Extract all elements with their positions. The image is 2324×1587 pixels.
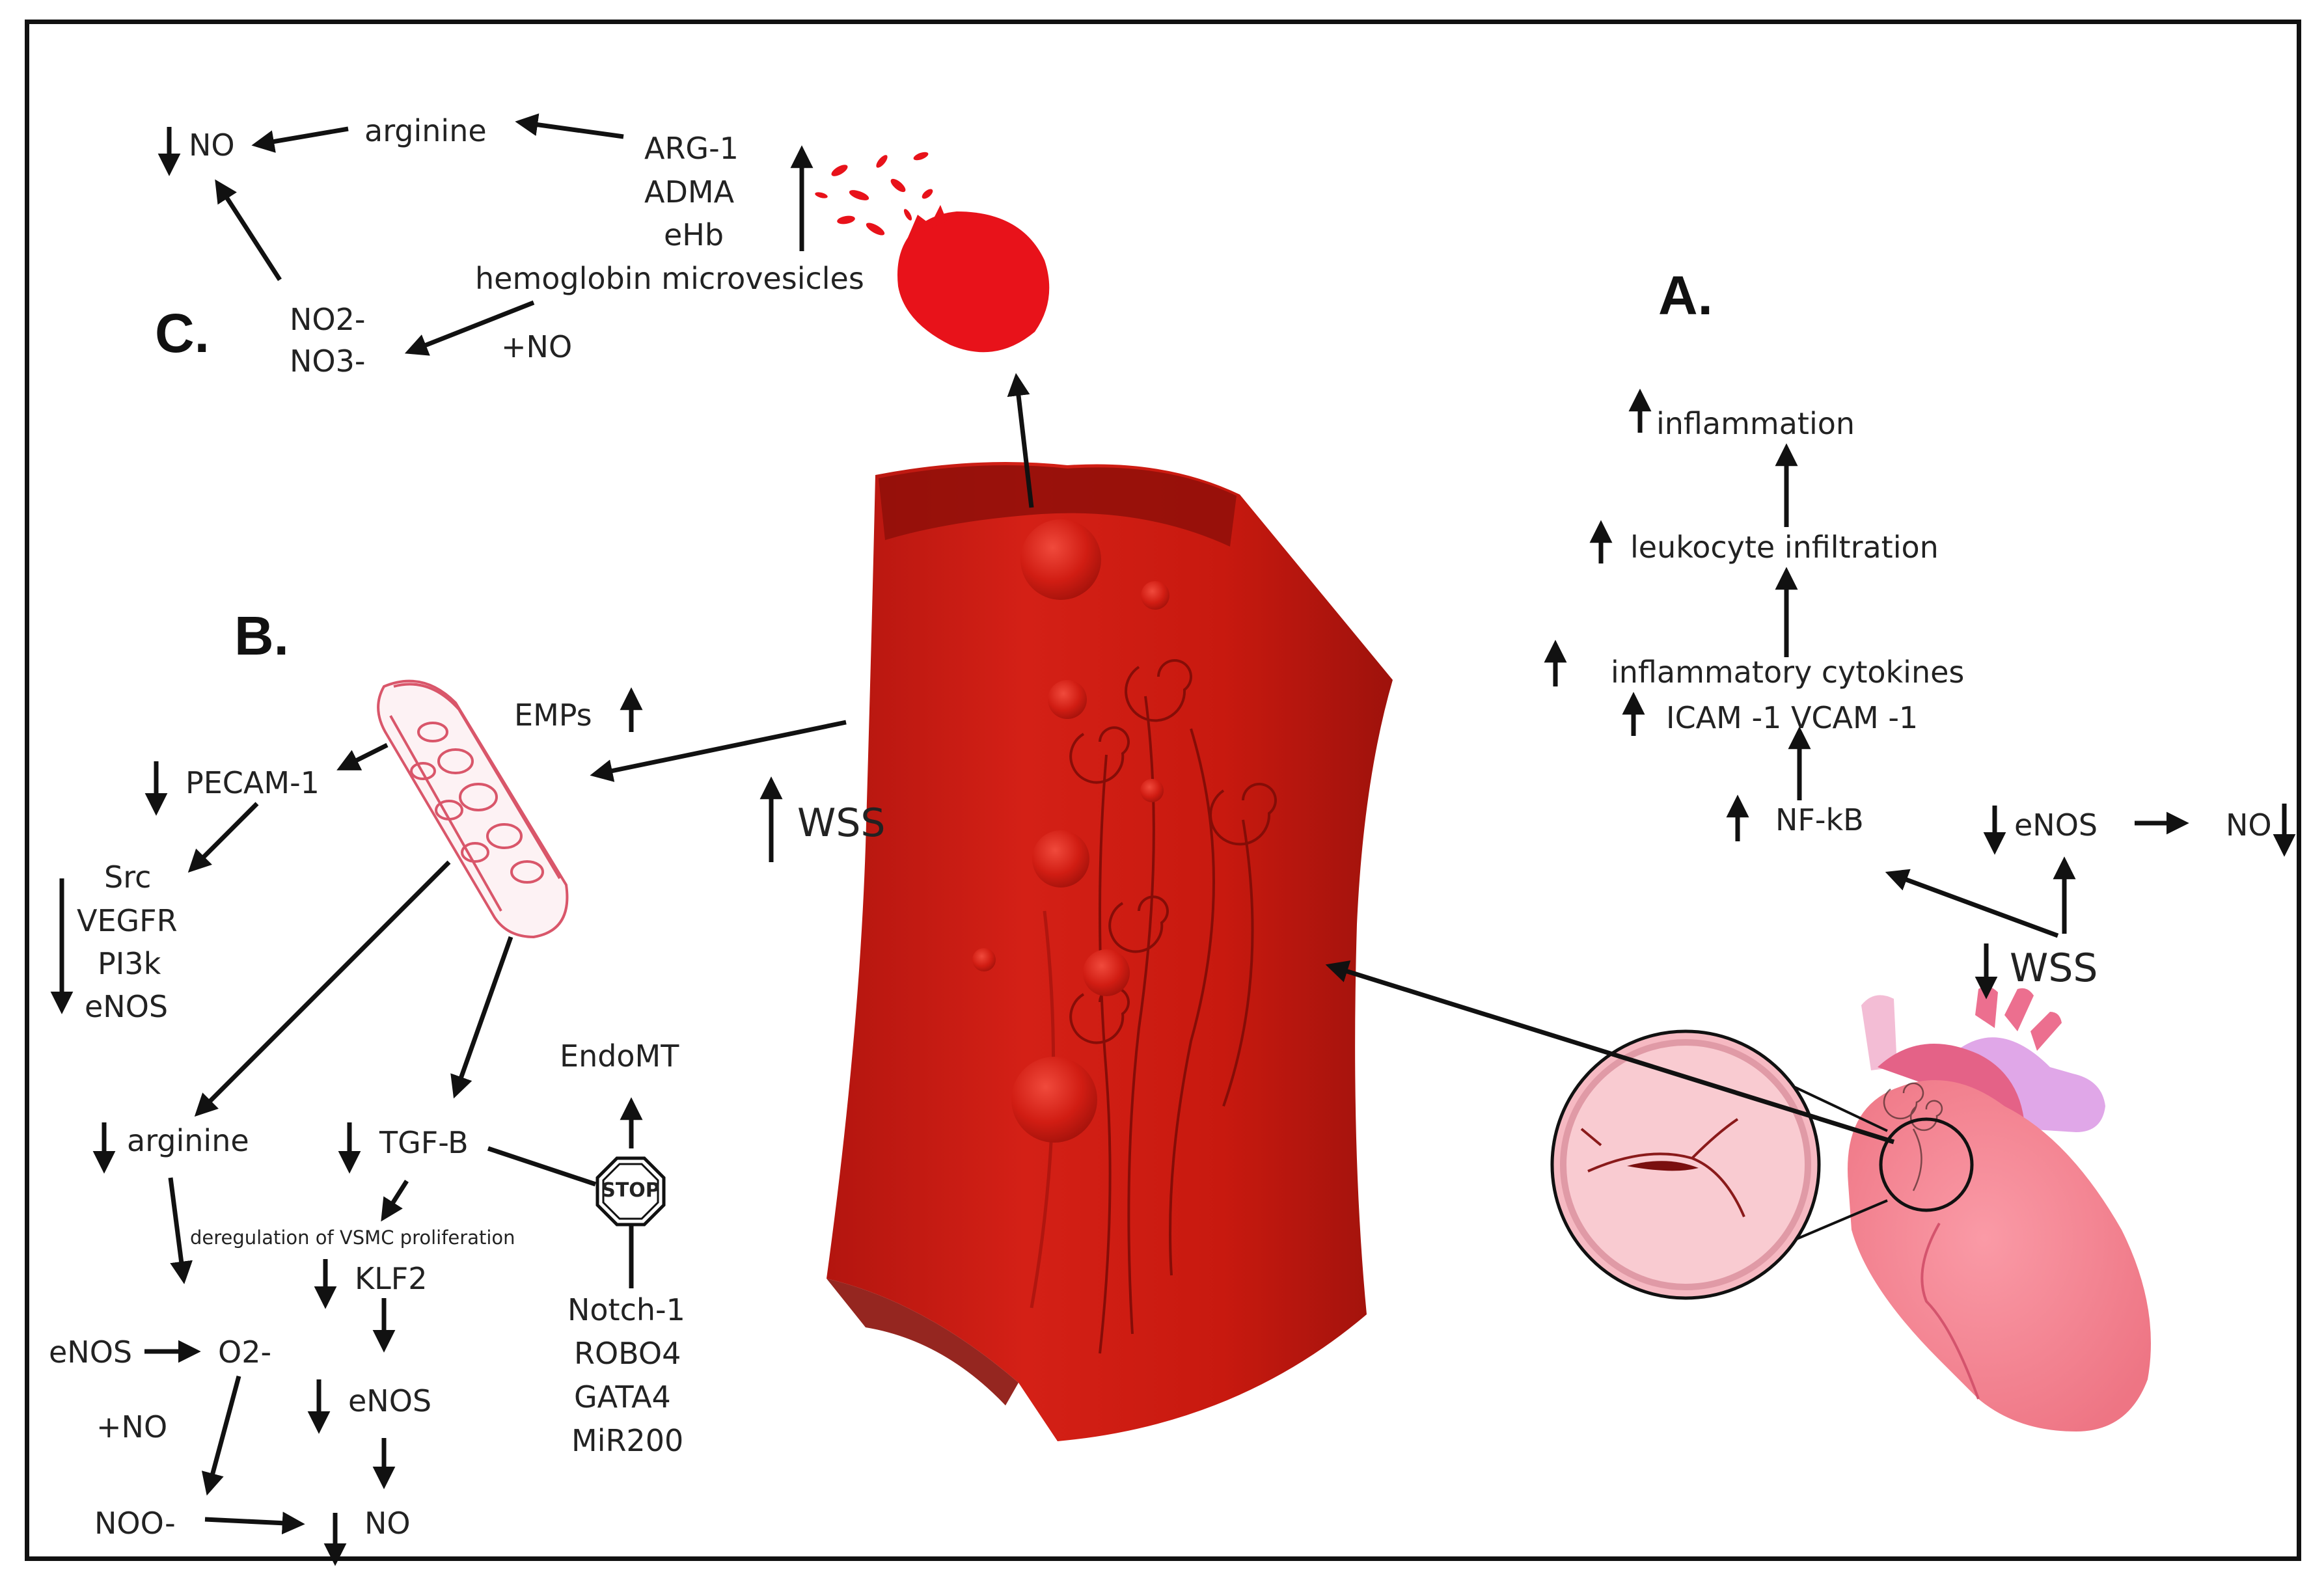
c-adma-label: ADMA (644, 174, 735, 210)
a-inflammation-label: inflammation (1656, 406, 1855, 441)
arrow-no2-to-no (215, 179, 282, 281)
stop-sign (595, 1156, 666, 1227)
endothelium-cross-section (377, 679, 569, 939)
a-no-label: NO (2226, 807, 2272, 843)
arrow-endothelium-to-tgfb (450, 936, 513, 1099)
b-pecam-label: PECAM-1 (185, 765, 320, 800)
a-wss-label: WSS (2010, 945, 2098, 991)
arrow-noo-to-no (204, 1512, 305, 1535)
arrow-vessel-to-endothelium (590, 720, 847, 782)
arrow-wss-to-nfkb (1885, 869, 2059, 938)
microvesicle (1140, 779, 1164, 802)
b-noo-label: NOO- (94, 1506, 176, 1541)
c-no3-label: NO3- (290, 344, 366, 379)
arrow-endothelium-to-arginine (194, 860, 451, 1117)
arrow-heart-to-vessel (1325, 960, 1895, 1145)
ruptured-rbc-illustration (815, 152, 1050, 353)
microvesicle (1141, 581, 1169, 610)
b-enos-mid-label: eNOS (348, 1383, 432, 1418)
microvesicle (1048, 680, 1087, 719)
c-no-label: NO (189, 128, 235, 163)
b-plus-no-label: +NO (96, 1409, 168, 1445)
arrow-hemoglobin-to-no2 (404, 300, 535, 356)
a-leukocyte-label: leukocyte infiltration (1630, 530, 1939, 565)
b-arginine-label: arginine (127, 1123, 249, 1158)
microvesicle (1020, 519, 1101, 600)
center-wss-label: WSS (797, 800, 886, 846)
b-notch-label: Notch-1 (567, 1292, 685, 1327)
b-o2-label: O2- (218, 1335, 272, 1370)
heart-illustration (1848, 986, 2151, 1431)
arrow-arginine-to-deregulation (168, 1177, 193, 1284)
b-enos-left-label: eNOS (49, 1335, 133, 1370)
c-no2-label: NO2- (290, 302, 366, 337)
microvesicle (1032, 830, 1089, 888)
section-label-b: B. (234, 605, 289, 666)
a-cytokines-label: inflammatory cytokines (1611, 655, 1965, 690)
pathway-arrows (144, 113, 2189, 1535)
indicator-arrows (50, 127, 2296, 1566)
zoom-target-circle (1879, 1117, 1974, 1212)
b-stop-label: STOP (601, 1179, 660, 1202)
microvesicle (1011, 1057, 1097, 1143)
section-label-c: C. (155, 303, 210, 364)
a-icam-vcam-label: ICAM -1 VCAM -1 (1666, 700, 1919, 735)
arrow-arginine-to-no (251, 126, 349, 153)
b-robo4-label: ROBO4 (574, 1336, 681, 1371)
c-arg1-label: ARG-1 (644, 131, 739, 166)
b-endomt-label: EndoMT (560, 1038, 679, 1074)
a-nfkb-label: NF-kB (1775, 802, 1864, 837)
b-pi3k-label: PI3k (98, 946, 161, 981)
b-deregulation-label: deregulation of VSMC proliferation (190, 1227, 515, 1249)
arrow-tgfb-to-deregulation (381, 1180, 409, 1222)
arrow-arg1-to-arginine (515, 113, 624, 139)
b-mir200-label: MiR200 (571, 1423, 684, 1458)
b-src-label: Src (104, 860, 152, 895)
connector-lines (487, 1146, 634, 1288)
c-arginine-label: arginine (364, 113, 487, 148)
c-hemoglobin-label: hemoglobin microvesicles (475, 261, 864, 296)
arrow-pecam-to-src (187, 802, 259, 873)
b-tgfb-label: TGF-B (379, 1125, 469, 1160)
c-plus-no-label: +NO (501, 329, 573, 364)
b-emps-label: EMPs (514, 698, 592, 733)
c-ehb-label: eHb (664, 217, 724, 252)
a-enos-label: eNOS (2014, 807, 2098, 843)
arrow-o2-to-noo (201, 1376, 241, 1496)
b-vegfr-label: VEGFR (77, 903, 178, 938)
blood-vessel-illustration (827, 462, 1393, 1441)
magnifier-inset (1550, 1029, 1888, 1300)
b-gata4-label: GATA4 (574, 1379, 671, 1415)
microvesicle (1083, 949, 1130, 996)
b-enos-list-label: eNOS (85, 989, 169, 1024)
b-no-label: NO (364, 1506, 411, 1541)
arrow-endothelium-to-pecam (336, 742, 389, 770)
arrow-vessel-to-rbc (1007, 373, 1034, 508)
b-klf2-label: KLF2 (355, 1261, 428, 1296)
line-tgfb-to-stop (487, 1146, 597, 1187)
microvesicle (972, 948, 996, 971)
section-label-a: A. (1658, 265, 1713, 326)
figure-frame (25, 20, 2301, 1561)
